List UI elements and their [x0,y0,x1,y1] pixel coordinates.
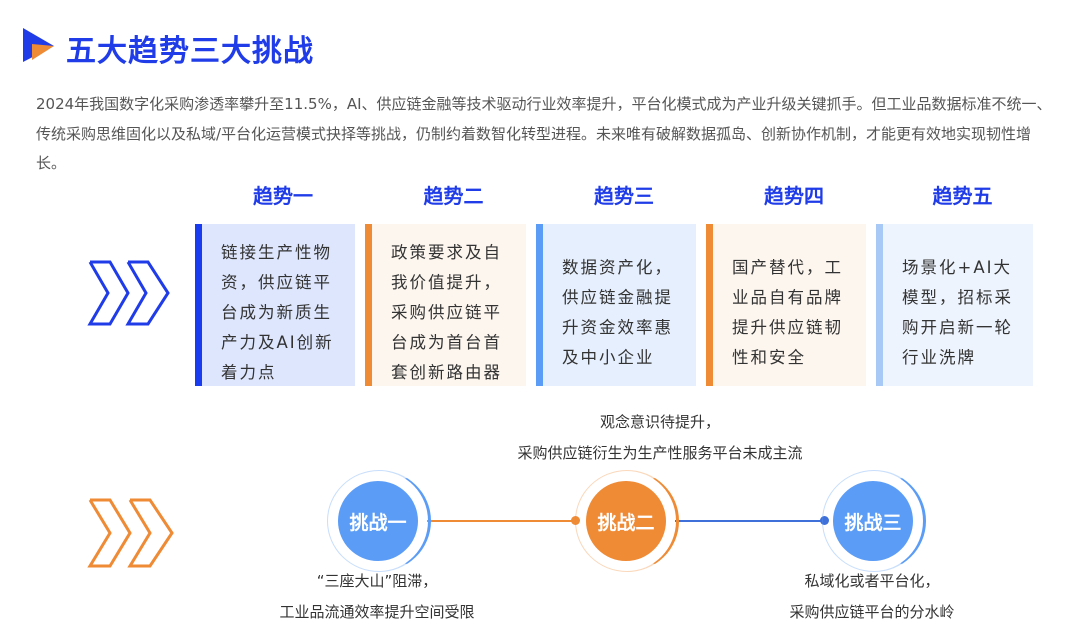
connector-line-2 [675,520,823,522]
intro-paragraph: 2024年我国数字化采购渗透率攀升至11.5%，AI、供应链金融等技术驱动行业效… [36,95,1052,172]
trend-card: 数据资产化，供应链金融提升资金效率惠及中小企业 [536,224,696,386]
challenge-label: 挑战一 [338,481,418,561]
logo-play-icon [23,28,54,62]
challenge-label: 挑战三 [833,481,913,561]
challenge-caption: 私域化或者平台化， 采购供应链平台的分水岭 [702,566,1042,628]
trend-text: 国产替代，工业品自有品牌提升供应链韧性和安全 [732,258,843,367]
blue-chevrons-icon [87,260,170,326]
trend-accent-bar [536,224,543,386]
trend-accent-bar [195,224,202,386]
trend-heading: 趋势三 [594,184,654,208]
trend-accent-bar [706,224,713,386]
trend-heading: 趋势四 [764,184,824,208]
trend-card: 国产替代，工业品自有品牌提升供应链韧性和安全 [706,224,866,386]
challenge-caption: 观念意识待提升， 采购供应链衍生为生产性服务平台未成主流 [490,407,830,469]
caption-line: 采购供应链平台的分水岭 [789,603,955,621]
challenge-caption: “三座大山”阻滞， 工业品流通效率提升空间受限 [207,566,547,628]
trend-accent-bar [876,224,883,386]
trend-accent-bar [365,224,372,386]
trend-heading: 趋势一 [253,184,313,208]
caption-line: 观念意识待提升， [599,413,720,431]
challenge-circle: 挑战三 [822,470,926,572]
trend-heading: 趋势二 [423,184,484,208]
trend-heading: 趋势五 [932,184,993,208]
page-title: 五大趋势三大挑战 [66,34,314,69]
caption-line: “三座大山”阻滞， [316,572,438,590]
trend-text: 政策要求及自我价值提升，采购供应链平台成为首台首套创新路由器 [391,243,502,382]
trend-card: 场景化+AI大模型，招标采购开启新一轮行业洗牌 [876,224,1033,386]
connector-line-1 [427,520,575,522]
trend-text: 链接生产性物资，供应链平台成为新质生产力及AI创新着力点 [221,243,334,382]
trend-card: 政策要求及自我价值提升，采购供应链平台成为首台首套创新路由器 [365,224,526,386]
caption-line: 工业品流通效率提升空间受限 [279,603,475,621]
challenge-circle: 挑战一 [327,470,431,572]
orange-chevrons-icon [87,498,174,568]
trend-text: 场景化+AI大模型，招标采购开启新一轮行业洗牌 [902,258,1013,367]
caption-line: 私域化或者平台化， [804,572,940,590]
challenge-circle: 挑战二 [575,470,679,572]
trend-card: 链接生产性物资，供应链平台成为新质生产力及AI创新着力点 [195,224,355,386]
caption-line: 采购供应链衍生为生产性服务平台未成主流 [517,444,803,462]
challenge-label: 挑战二 [586,481,666,561]
trend-text: 数据资产化，供应链金融提升资金效率惠及中小企业 [562,258,673,367]
